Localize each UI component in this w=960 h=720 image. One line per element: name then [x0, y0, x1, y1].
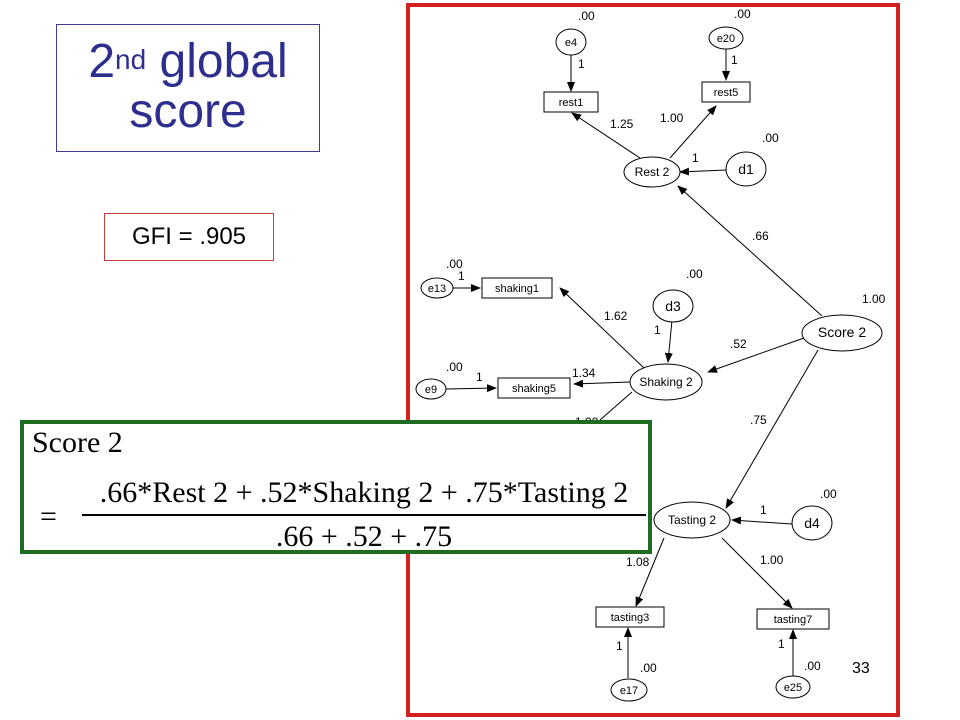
formula-numerator: .66*Rest 2 + .52*Shaking 2 + .75*Tasting…	[99, 476, 629, 509]
disturbance-d3-label: d3	[665, 298, 681, 314]
disturbance-d1	[725, 151, 767, 187]
latent-shaking	[629, 363, 703, 401]
formula-head: Score 2	[32, 426, 123, 459]
formula-box: Score 2 = .66*Rest 2 + .52*Shaking 2 + .…	[20, 420, 652, 554]
indicator-tasting7	[756, 608, 830, 630]
fixed-e13: 1	[458, 269, 465, 283]
error-e25-label: e25	[784, 682, 802, 694]
latent-score-label: Score 2	[818, 324, 866, 340]
mean-e13: .00	[446, 257, 463, 271]
coef-tasting-tasting3: 1.08	[626, 555, 650, 569]
indicator-tasting7-label: tasting7	[774, 614, 813, 626]
title-superscript: nd	[115, 44, 147, 75]
latent-rest-label: Rest 2	[635, 165, 670, 179]
mean-e17: .00	[640, 661, 657, 675]
path-shaking-shaking5	[573, 379, 631, 388]
path-rest-rest1	[571, 112, 641, 159]
error-e25	[775, 675, 811, 699]
coef-tasting-tasting7: 1.00	[760, 553, 784, 567]
coef-score-variance: 1.00	[862, 292, 886, 306]
gfi-label: GFI = .905	[104, 213, 274, 261]
path-rest-rest5	[669, 105, 717, 159]
title-text: global score	[129, 35, 288, 138]
indicator-tasting3	[595, 606, 665, 628]
title-number: 2	[88, 35, 116, 88]
indicator-shaking5-label: shaking5	[512, 383, 556, 395]
mean-d3: .00	[686, 267, 703, 281]
fixed-d3: 1	[654, 323, 661, 337]
latent-tasting-label: Tasting 2	[668, 513, 716, 527]
coef-score-rest: .66	[752, 229, 769, 243]
error-e9	[415, 378, 447, 400]
error-e17-label: e17	[620, 685, 638, 697]
path-shaking-hidden	[599, 391, 633, 421]
disturbance-d4	[791, 505, 833, 541]
diagram-frame	[406, 3, 900, 717]
disturbance-d1-label: d1	[738, 161, 754, 177]
formula-fraction-bar	[82, 514, 646, 516]
fixed-e17: 1	[616, 639, 623, 653]
fixed-e4: 1	[578, 57, 585, 71]
coef-score-tasting: .75	[750, 413, 767, 427]
indicator-shaking1-label: shaking1	[495, 283, 539, 295]
error-e9-label: e9	[425, 384, 437, 396]
coef-score-shaking: .52	[730, 337, 747, 351]
coef-rest-rest5: 1.00	[660, 111, 684, 125]
page-number: 33	[852, 660, 870, 677]
indicator-rest5-label: rest5	[714, 87, 738, 99]
coef-shaking-shaking1: 1.62	[604, 309, 628, 323]
error-e20	[708, 26, 744, 50]
indicator-rest1	[543, 91, 599, 113]
slide-title: 2nd global score	[56, 24, 320, 152]
path-score-rest	[677, 185, 823, 317]
fixed-e9: 1	[476, 370, 483, 384]
path-score-tasting	[725, 349, 819, 509]
fixed-e20: 1	[731, 53, 738, 67]
fixed-e25: 1	[778, 637, 785, 651]
error-e13	[420, 277, 454, 299]
mean-d1: .00	[762, 131, 779, 145]
fixed-d1: 1	[692, 151, 699, 165]
disturbance-d4-label: d4	[804, 515, 820, 531]
error-e4-label: e4	[565, 37, 577, 49]
latent-shaking-label: Shaking 2	[639, 375, 693, 389]
error-e4	[555, 28, 587, 56]
latent-tasting	[653, 501, 731, 539]
mean-e20: .00	[734, 7, 751, 21]
path-score-shaking	[707, 337, 805, 373]
error-e17	[610, 678, 648, 702]
path-e9-shaking5	[445, 384, 497, 393]
mean-d4: .00	[820, 487, 837, 501]
formula-denominator: .66 + .52 + .75	[275, 520, 453, 553]
latent-rest	[623, 156, 681, 188]
indicator-rest1-label: rest1	[559, 97, 583, 109]
indicator-shaking1	[481, 277, 553, 299]
indicator-tasting3-label: tasting3	[611, 612, 650, 624]
mean-e25: .00	[804, 659, 821, 673]
path-tasting-tasting7	[721, 537, 793, 609]
mean-e4: .00	[578, 9, 595, 23]
indicator-rest5	[701, 81, 751, 103]
path-d1-rest	[679, 167, 727, 176]
latent-score	[801, 314, 883, 352]
formula-equals: =	[40, 500, 57, 533]
path-d4-tasting	[731, 516, 793, 525]
error-e20-label: e20	[717, 33, 735, 45]
indicator-shaking5	[497, 377, 571, 399]
path-d3-shaking	[664, 319, 673, 363]
mean-e9: .00	[446, 360, 463, 374]
disturbance-d3	[652, 289, 694, 323]
coef-rest-rest1: 1.25	[610, 117, 634, 131]
coef-shaking-shaking5: 1.34	[572, 366, 596, 380]
error-e13-label: e13	[428, 283, 446, 295]
fixed-d4: 1	[760, 503, 767, 517]
path-shaking-shaking1	[559, 287, 645, 369]
path-tasting-tasting3	[635, 537, 665, 607]
